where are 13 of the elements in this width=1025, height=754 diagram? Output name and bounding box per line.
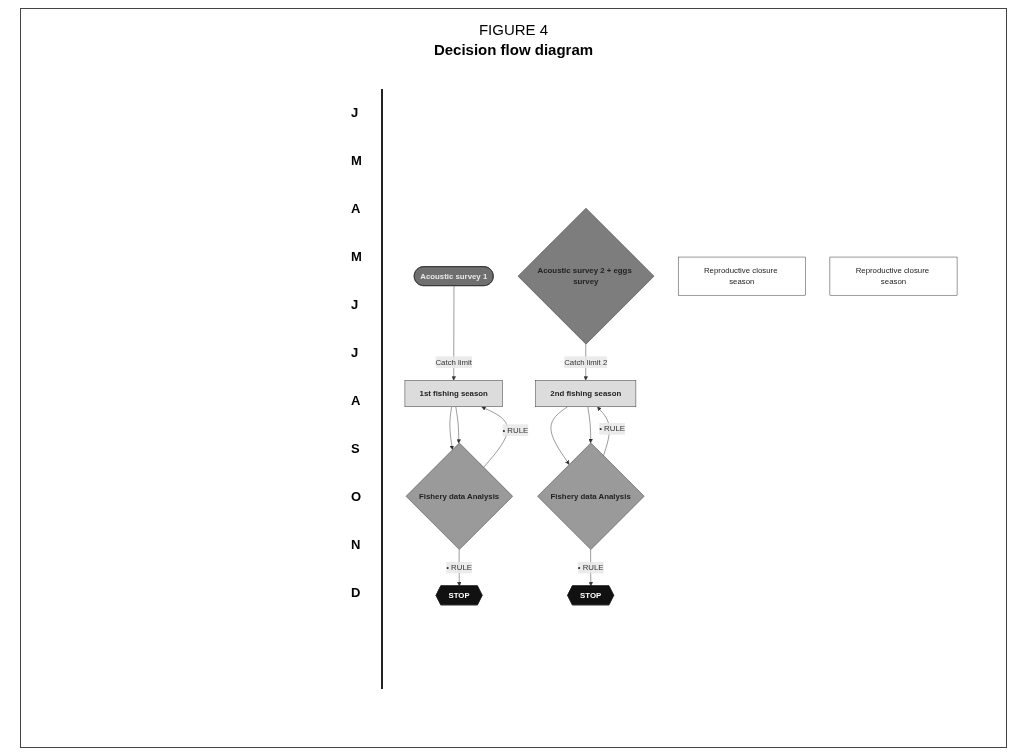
month-label: N: [351, 536, 362, 554]
month-label: D: [351, 584, 362, 602]
figure-caption: Decision flow diagram: [432, 41, 595, 58]
month-label: S: [351, 440, 361, 458]
month-label: M: [351, 248, 363, 266]
month-label: M: [351, 152, 363, 170]
month-label: A: [351, 392, 362, 410]
month-label: J: [351, 296, 360, 314]
month-label: A: [351, 200, 362, 218]
month-label: J: [351, 104, 360, 122]
month-label: J: [351, 344, 360, 362]
month-label: O: [351, 488, 363, 506]
figure-title: FIGURE 4: [477, 21, 550, 38]
